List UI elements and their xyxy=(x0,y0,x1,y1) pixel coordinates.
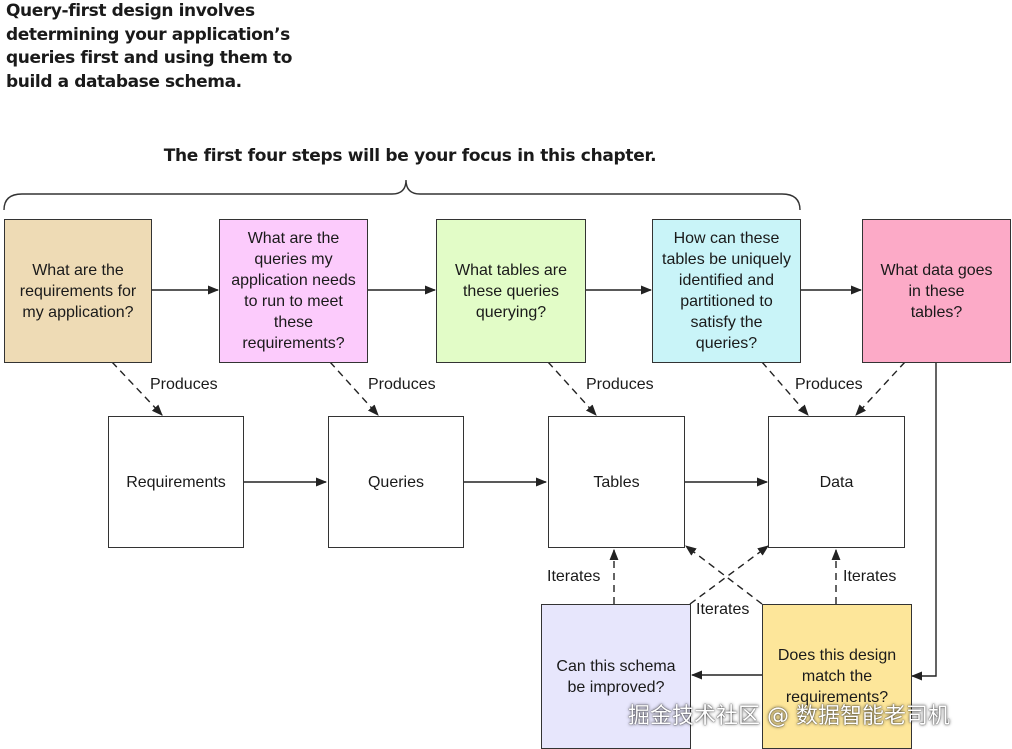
artifact-data-box: Data xyxy=(768,416,905,548)
iterate-arrow-improve-data xyxy=(689,545,769,605)
produces-arrow-requirements xyxy=(111,361,163,416)
iterates-label-center: Iterates xyxy=(696,601,750,618)
artifact-tables-box: Tables xyxy=(548,416,685,548)
artifact-requirements-box: Requirements xyxy=(108,416,244,548)
produces-label-1: Produces xyxy=(150,376,218,393)
iterates-label-left: Iterates xyxy=(547,568,601,585)
watermark-text: 掘金技术社区 @ 数据智能老司机 xyxy=(628,704,950,729)
step-data-box: What data goes in these tables? xyxy=(862,219,1011,363)
focus-caption: The first four steps will be your focus … xyxy=(163,146,657,166)
step-requirements-box: What are the requirements for my applica… xyxy=(4,219,152,363)
iterates-label-right: Iterates xyxy=(843,568,897,585)
arrow-step5-match xyxy=(910,362,937,681)
focus-brace xyxy=(3,179,801,211)
artifact-queries-box: Queries xyxy=(328,416,464,548)
produces-arrow-data-b xyxy=(855,361,906,416)
iterate-arrow-match-tables xyxy=(685,545,763,605)
step-tables-box: What tables are these queries querying? xyxy=(436,219,586,363)
match-requirements-box: Does this design match the requirements? xyxy=(762,604,912,749)
step-queries-box: What are the queries my application need… xyxy=(219,219,368,363)
intro-text: Query-first design involves determining … xyxy=(6,1,293,92)
step-keys-box: How can these tables be uniquely identif… xyxy=(652,219,801,363)
produces-label-3: Produces xyxy=(586,376,654,393)
produces-label-2: Produces xyxy=(368,376,436,393)
produces-label-4: Produces xyxy=(795,376,863,393)
